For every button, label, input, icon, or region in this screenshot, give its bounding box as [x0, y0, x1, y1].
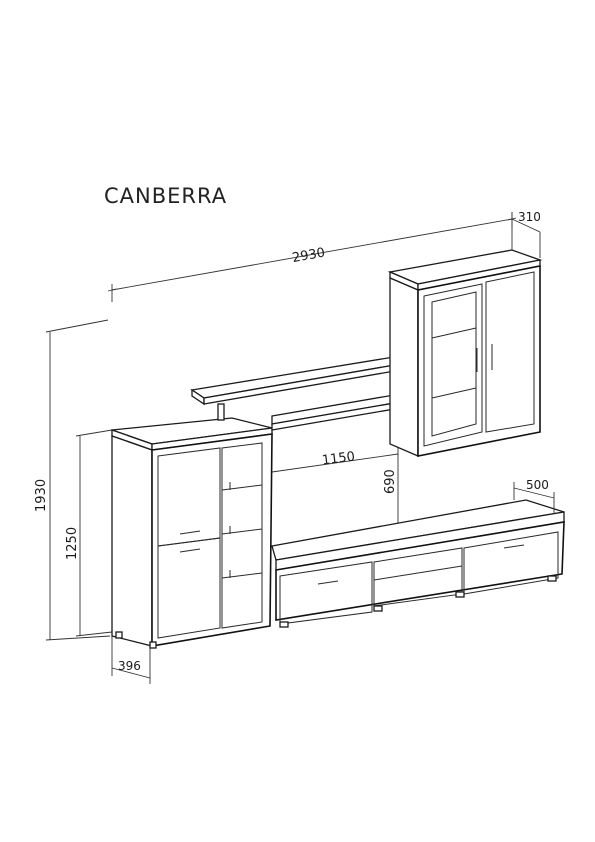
dim-label-690: 690: [383, 469, 398, 494]
dim-label-1150: 1150: [321, 449, 356, 468]
dimension-wall-depth: 310: [511, 210, 541, 258]
dim-label-310: 310: [518, 210, 541, 224]
dim-label-1250: 1250: [65, 527, 80, 560]
product-title: CANBERRA: [104, 184, 228, 208]
tall-cabinet: [111, 417, 273, 649]
dim-label-500: 500: [526, 478, 549, 492]
dimension-total-height: 1930: [34, 319, 111, 641]
dimension-cabinet-depth: 396: [111, 636, 151, 684]
dimension-cabinet-height: 1250: [65, 429, 113, 637]
dim-label-396: 396: [118, 659, 141, 673]
wall-glass-cabinet: [387, 249, 543, 457]
tv-unit: [271, 499, 565, 628]
dimension-tv-depth: 500: [513, 478, 555, 514]
dim-label-2930: 2930: [291, 245, 326, 266]
dim-label-1930: 1930: [34, 479, 49, 512]
